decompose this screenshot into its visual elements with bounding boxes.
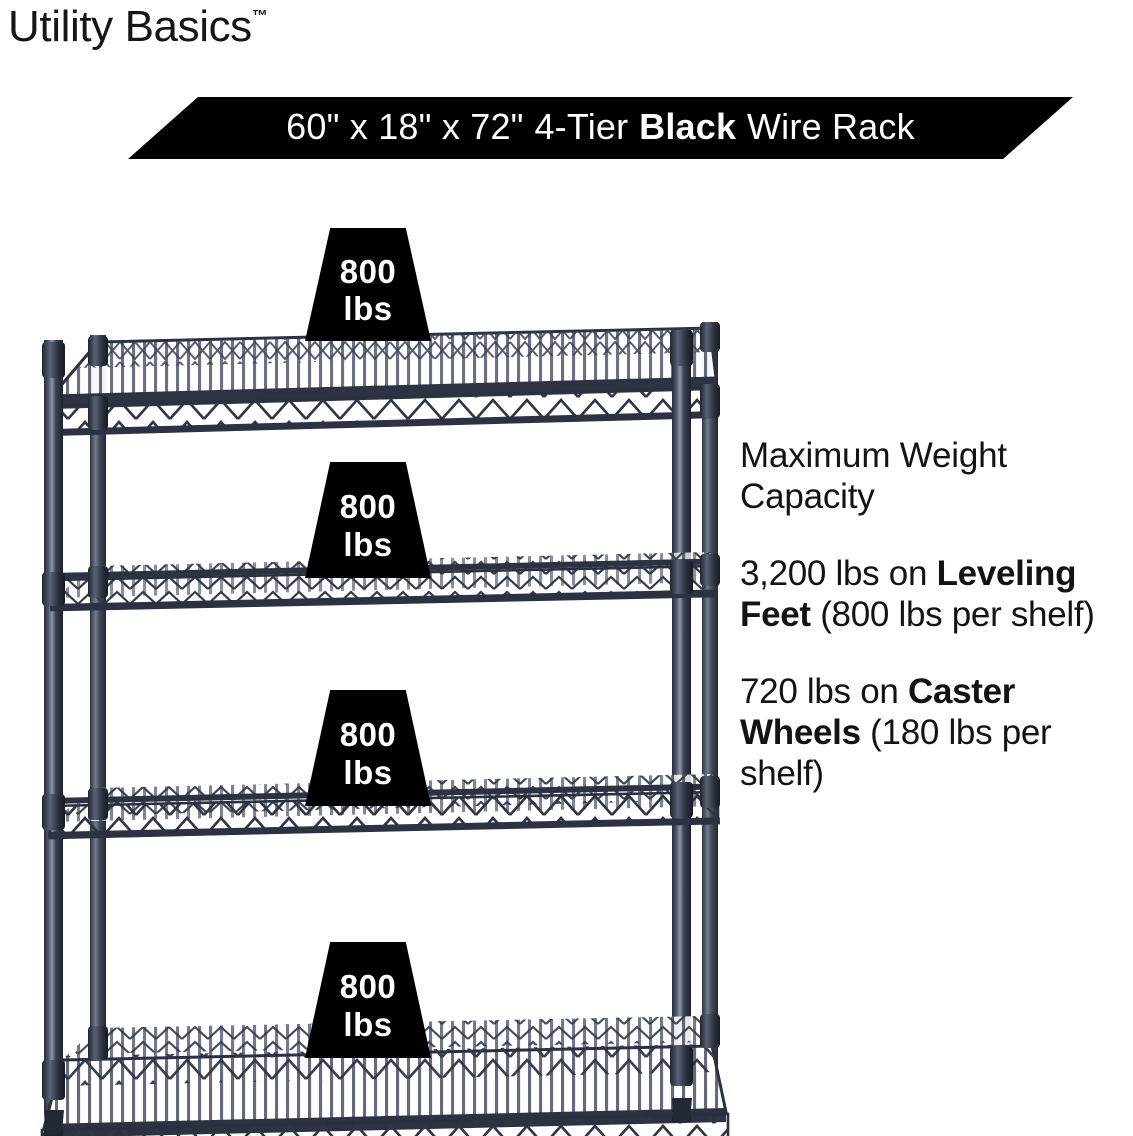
collar-back-left-tier1b: [88, 396, 108, 430]
leveling-feet-on: on: [888, 553, 928, 593]
collar-back-left-tier1: [88, 336, 108, 366]
collar-front-right-tier3: [670, 782, 693, 818]
collar-front-right-tier1: [670, 330, 693, 366]
brand-wordmark: Utility Basics™: [8, 2, 268, 52]
capacity-badge-unit-4: lbs: [343, 1006, 393, 1044]
capacity-badge-value-2: 800: [339, 487, 397, 525]
capacity-badge-tier-1: 800 lbs: [305, 228, 431, 341]
post-back-right: [702, 322, 718, 1074]
banner-product-name: Wire Rack: [747, 106, 915, 147]
trademark-symbol: ™: [251, 8, 268, 25]
collar-back-left-tier2: [88, 566, 108, 598]
collar-front-right-tier2: [670, 560, 693, 594]
shelf-tier-1: [48, 326, 718, 436]
leveling-feet-per-shelf: (800 lbs per shelf): [820, 594, 1095, 634]
caster-wheels-mode: Caster Wheels: [740, 671, 1016, 752]
capacity-heading: Maximum Weight Capacity: [740, 436, 1132, 518]
collar-back-right-tier4: [700, 1014, 720, 1048]
collar-back-right-tier1: [700, 322, 720, 352]
leveling-foot-front-left: [44, 1110, 64, 1135]
banner-title-text: 60" x 18" x 72" 4-Tier Black Wire Rack: [128, 97, 1073, 159]
post-back-left: [90, 335, 106, 1095]
banner-tier: 4-Tier: [534, 106, 629, 147]
shelf-tier-4: [40, 1016, 730, 1136]
banner-background-shape: [128, 97, 1073, 159]
caster-wheels-capacity: 720 lbs on Caster Wheels (180 lbs per sh…: [740, 672, 1132, 795]
caster-wheels-on: on: [860, 671, 899, 711]
collar-back-left-tier3: [88, 788, 108, 820]
collar-front-left-tier3: [42, 794, 65, 830]
capacity-heading-line-1: Maximum Weight: [740, 436, 1007, 475]
collar-front-left-tier2: [42, 572, 65, 606]
collar-back-right-tier3: [700, 776, 720, 808]
collar-back-right-tier2: [700, 554, 720, 586]
capacity-badge-value-1: 800: [339, 253, 397, 291]
capacity-badge-unit-1: lbs: [343, 290, 393, 328]
leveling-foot-front-right: [672, 1098, 692, 1123]
capacity-badge-tier-2: 800 lbs: [305, 462, 431, 578]
post-front-right: [672, 330, 691, 1096]
caster-wheels-per-shelf: (180 lbs per shelf): [740, 712, 1052, 793]
brand-name: Utility Basics: [8, 2, 252, 51]
capacity-heading-line-2: Capacity: [740, 476, 875, 516]
product-title-banner: 60" x 18" x 72" 4-Tier Black Wire Rack: [128, 97, 1073, 159]
post-front-left: [44, 340, 63, 1110]
collar-front-left-tier1: [42, 342, 65, 378]
capacity-badge-unit-2: lbs: [343, 526, 393, 564]
leveling-feet-capacity: 3,200 lbs on Leveling Feet (800 lbs per …: [740, 554, 1132, 636]
capacity-badge-unit-3: lbs: [343, 754, 393, 792]
collar-front-right-tier4: [670, 1046, 693, 1086]
banner-dimensions: 60" x 18" x 72": [286, 106, 524, 147]
caster-wheels-total: 720 lbs: [740, 671, 851, 711]
capacity-copy-block: Maximum Weight Capacity 3,200 lbs on Lev…: [740, 436, 1132, 795]
capacity-badge-value-4: 800: [339, 967, 397, 1005]
collar-back-left-tier4: [88, 1026, 108, 1060]
leveling-feet-total: 3,200 lbs: [740, 553, 880, 593]
collar-back-right-tier1b: [700, 384, 720, 418]
capacity-badge-value-3: 800: [339, 715, 397, 753]
banner-color-word: Black: [639, 106, 737, 147]
collar-front-left-tier4: [42, 1060, 65, 1100]
leveling-feet-mode: Leveling Feet: [740, 553, 1077, 634]
